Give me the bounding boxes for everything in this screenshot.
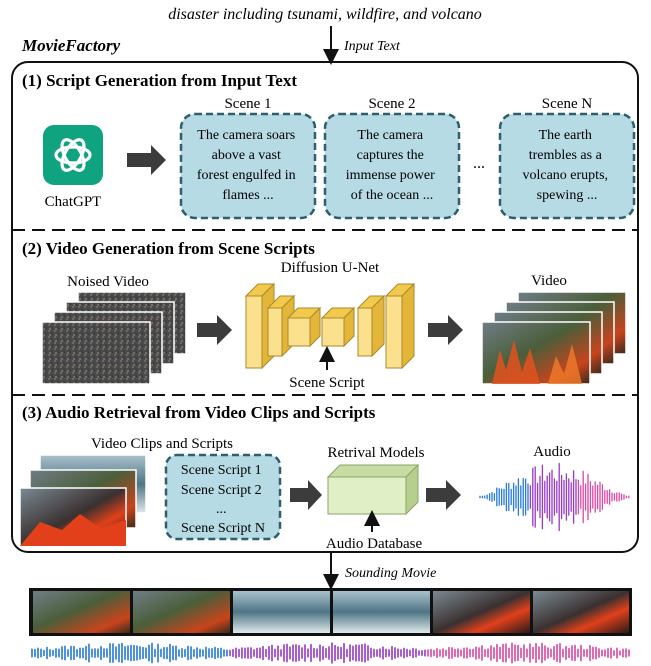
scene-scripts-box: Scene Script 1 Scene Script 2 ... Scene … — [164, 453, 282, 541]
video-label: Video — [531, 273, 567, 289]
scene-line: flames ... — [222, 188, 273, 203]
stage3-title: (3) Audio Retrieval from Video Clips and… — [22, 403, 376, 422]
stage3-arrow-1 — [290, 480, 322, 510]
clips-label: Video Clips and Scripts — [91, 436, 233, 452]
stage3-arrow-2 — [426, 480, 461, 510]
scene-card-n: Scene N The earth trembles as a volcano … — [498, 96, 636, 220]
system-name: MovieFactory — [21, 36, 121, 55]
scene-script-label: Scene Script — [289, 375, 365, 391]
stage1-arrow — [127, 145, 166, 175]
main-frame — [11, 61, 639, 553]
noised-video-stack — [41, 291, 187, 385]
chatgpt-logo-icon — [43, 125, 103, 185]
scene-line: trembles as a — [529, 148, 603, 163]
scene-line: forest engulfed in — [197, 168, 296, 183]
stage2-title: (2) Video Generation from Scene Scripts — [22, 239, 315, 258]
video-clips-stack — [19, 454, 147, 547]
script-line: Scene Script 2 — [181, 483, 262, 498]
scene-line: The camera soars — [197, 128, 295, 143]
scene-line: volcano erupts, — [522, 168, 608, 183]
input-text-label: Input Text — [343, 39, 401, 54]
script-line: Scene Script N — [181, 521, 265, 536]
scene-card-2: Scene 2 The camera captures the immense … — [323, 96, 461, 220]
scene-line: immense power — [346, 168, 435, 183]
scene-card-1: Scene 1 The camera soars above a vast fo… — [179, 96, 317, 220]
diffusion-unet — [244, 282, 416, 370]
scene-ellipsis: ... — [473, 155, 485, 172]
svg-text:The camera soars above a: The camera soars above a vast forest eng… — [197, 128, 299, 203]
retrieval-model-block — [326, 463, 420, 516]
scene-line: of the ocean ... — [351, 188, 433, 203]
stage1-title: (1) Script Generation from Input Text — [22, 71, 297, 90]
script-line: ... — [216, 502, 227, 517]
scene-title: Scene 2 — [368, 96, 415, 112]
movie-film-strip — [29, 588, 632, 636]
scene-line: above a vast — [212, 148, 281, 163]
input-caption: disaster including tsunami, wildfire, an… — [168, 6, 482, 23]
scene-line: The earth — [539, 128, 592, 143]
unet-label: Diffusion U-Net — [281, 260, 380, 276]
audio-waveform — [479, 462, 630, 532]
stage2-arrow-in — [197, 315, 232, 345]
movie-soundtrack-waveform — [31, 642, 630, 664]
script-line: Scene Script 1 — [181, 463, 262, 478]
svg-text:Scene Script 1 Scene Scr: Scene Script 1 Scene Script 2 ... Scene … — [181, 463, 265, 536]
noised-video-label: Noised Video — [67, 274, 149, 290]
scene-line: spewing ... — [537, 188, 598, 203]
scene-line: The camera — [357, 128, 423, 143]
output-label: Sounding Movie — [345, 566, 436, 581]
audio-label: Audio — [533, 444, 571, 460]
generated-video-stack — [481, 291, 627, 385]
scene-title: Scene 1 — [224, 96, 271, 112]
chatgpt-label: ChatGPT — [45, 194, 102, 210]
audio-database-label: Audio Database — [326, 536, 423, 552]
scene-title: Scene N — [542, 96, 593, 112]
scene-line: captures the — [357, 148, 424, 163]
retrieval-label: Retrival Models — [327, 445, 424, 461]
svg-text:The camera captures the: The camera captures the immense power of… — [346, 128, 439, 203]
svg-text:The earth trembles as a: The earth trembles as a volcano erupts, … — [522, 128, 611, 203]
stage2-arrow-out — [428, 315, 463, 345]
